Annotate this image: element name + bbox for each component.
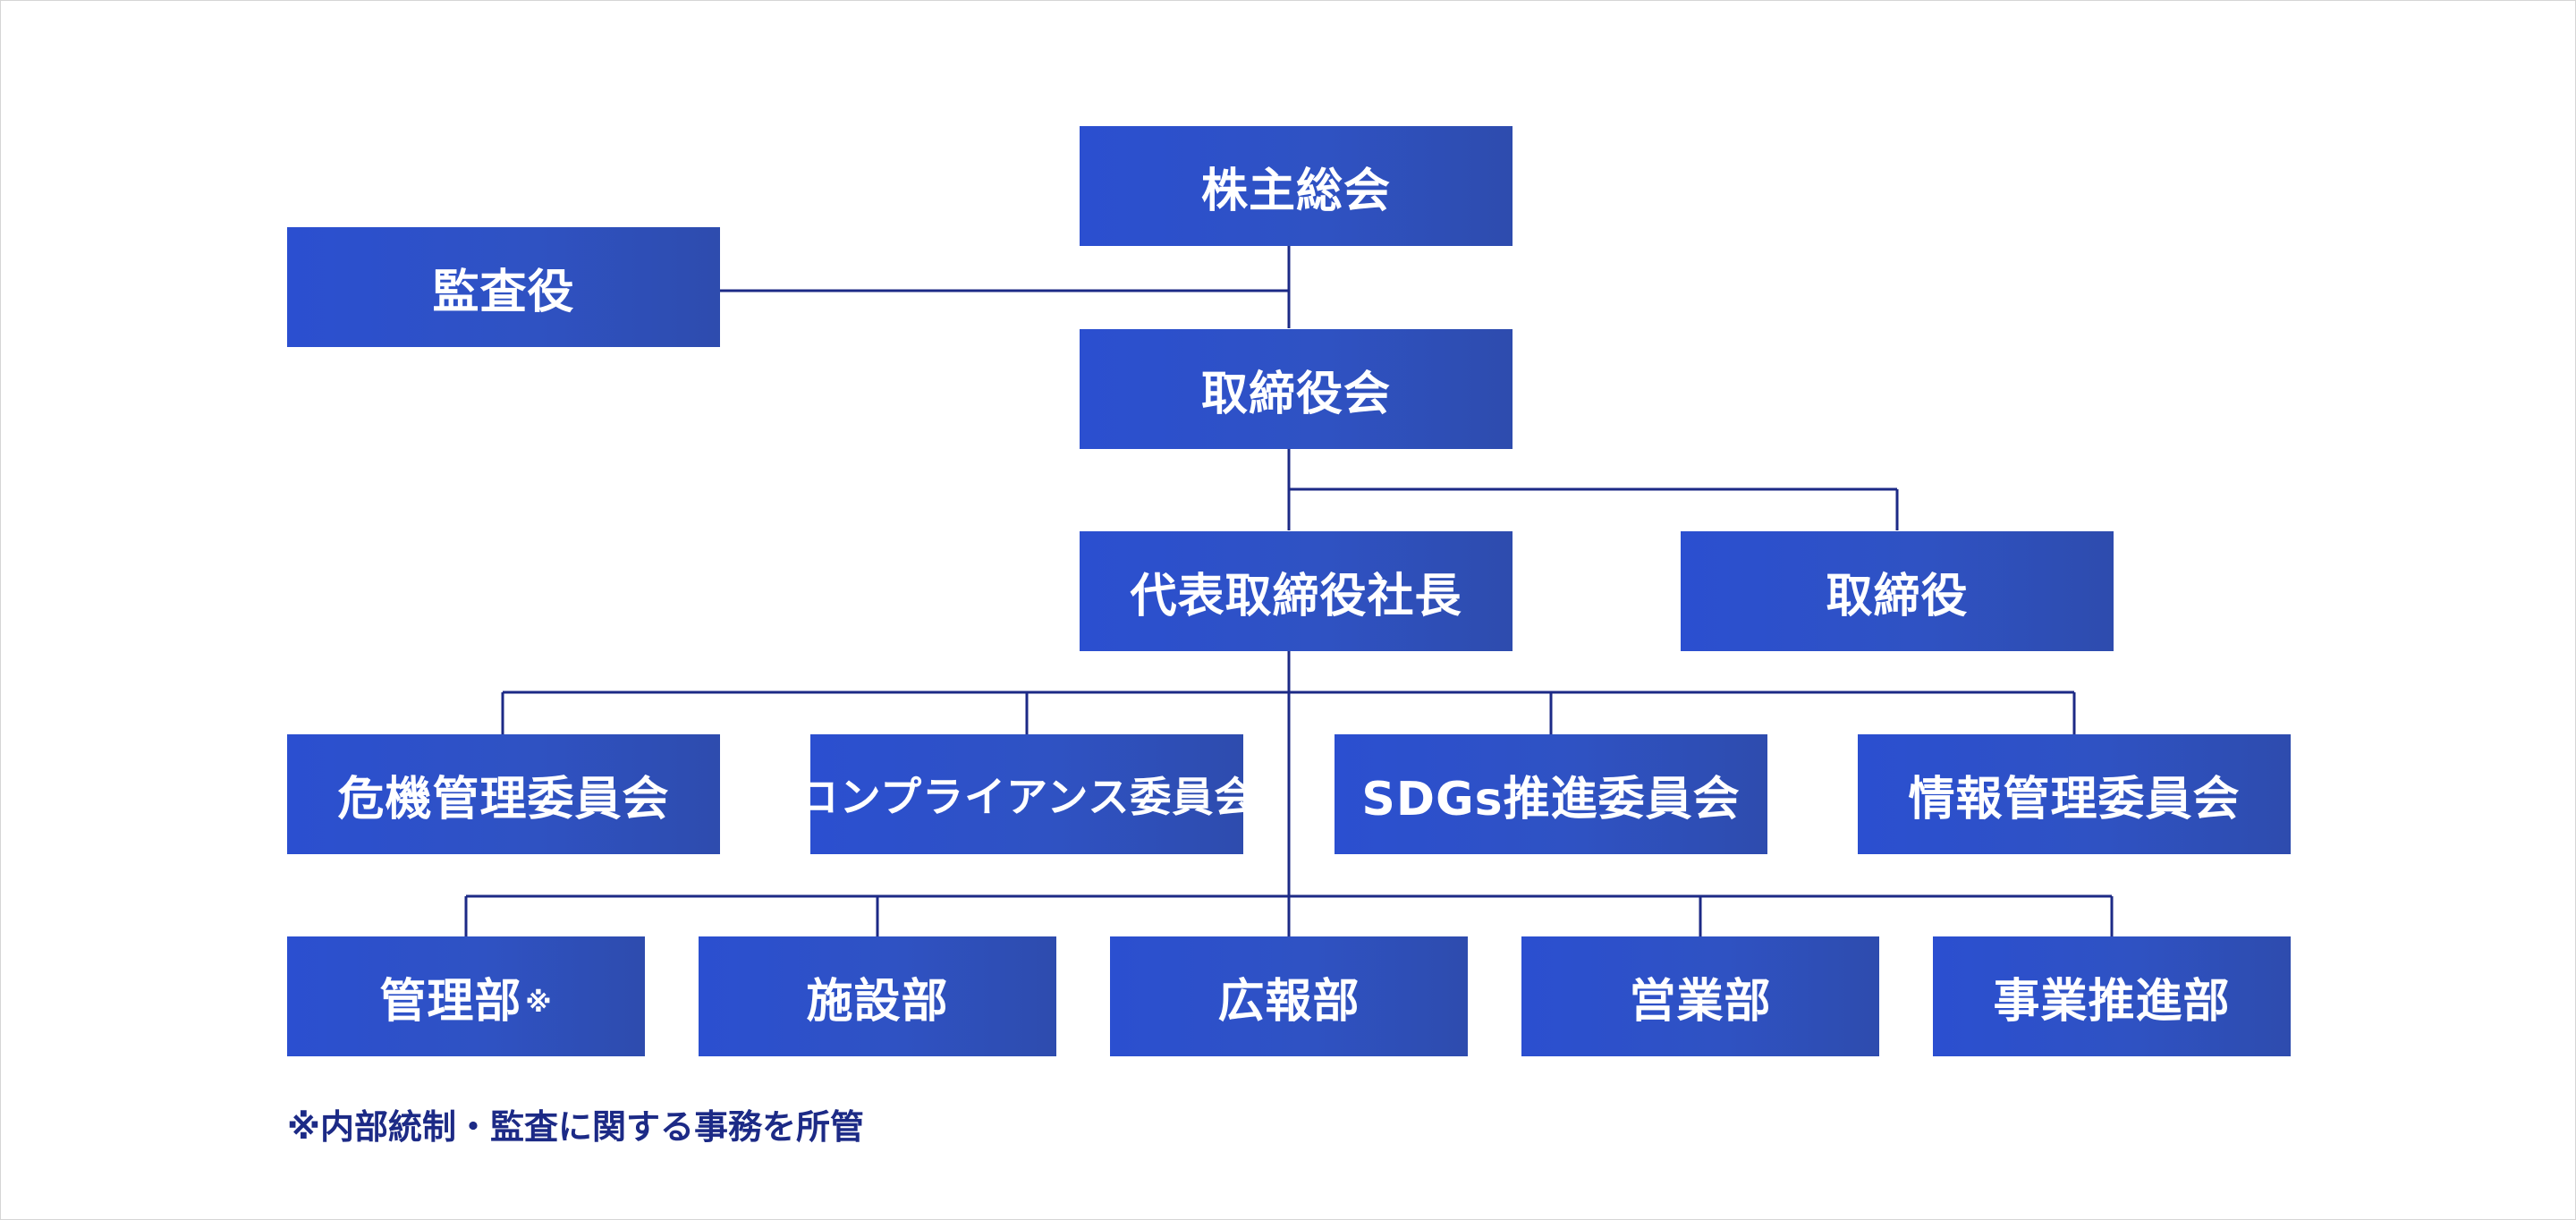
node-shareholders: 株主総会 (1080, 126, 1513, 246)
node-president-label: 代表取締役社長 (1130, 569, 1462, 623)
node-auditor-label: 監査役 (432, 265, 575, 319)
node-info-committee-label: 情報管理委員会 (1908, 772, 2241, 826)
node-president: 代表取締役社長 (1080, 531, 1513, 651)
node-director: 取締役 (1681, 531, 2114, 651)
node-risk-committee: 危機管理委員会 (287, 734, 720, 854)
node-sales-dept: 営業部 (1521, 936, 1879, 1056)
node-admin-dept-mark: ※ (525, 987, 553, 1019)
node-shareholders-label: 株主総会 (1200, 164, 1391, 218)
node-business-dept: 事業推進部 (1933, 936, 2291, 1056)
footnote: ※内部統制・監査に関する事務を所管 (287, 1107, 864, 1147)
node-pr-dept-label: 広報部 (1217, 974, 1360, 1029)
node-info-committee: 情報管理委員会 (1858, 734, 2291, 854)
node-admin-dept: 管理部 ※ (287, 936, 645, 1056)
node-director-label: 取締役 (1826, 569, 1969, 623)
node-auditor: 監査役 (287, 227, 720, 347)
node-facility-dept-label: 施設部 (806, 974, 949, 1029)
node-risk-committee-label: 危機管理委員会 (337, 772, 670, 826)
node-sdgs-committee: SDGs推進委員会 (1335, 734, 1767, 854)
node-sales-dept-label: 営業部 (1629, 974, 1772, 1029)
node-pr-dept: 広報部 (1110, 936, 1468, 1056)
node-business-dept-label: 事業推進部 (1993, 974, 2231, 1029)
node-compliance-committee: コンプライアンス委員会 (798, 734, 1255, 854)
node-board-label: 取締役会 (1200, 367, 1391, 421)
node-admin-dept-label: 管理部 (379, 974, 522, 1029)
node-sdgs-committee-label: SDGs推進委員会 (1361, 772, 1741, 826)
node-compliance-committee-label: コンプライアンス委員会 (797, 773, 1257, 821)
node-facility-dept: 施設部 (699, 936, 1056, 1056)
node-board: 取締役会 (1080, 329, 1513, 449)
